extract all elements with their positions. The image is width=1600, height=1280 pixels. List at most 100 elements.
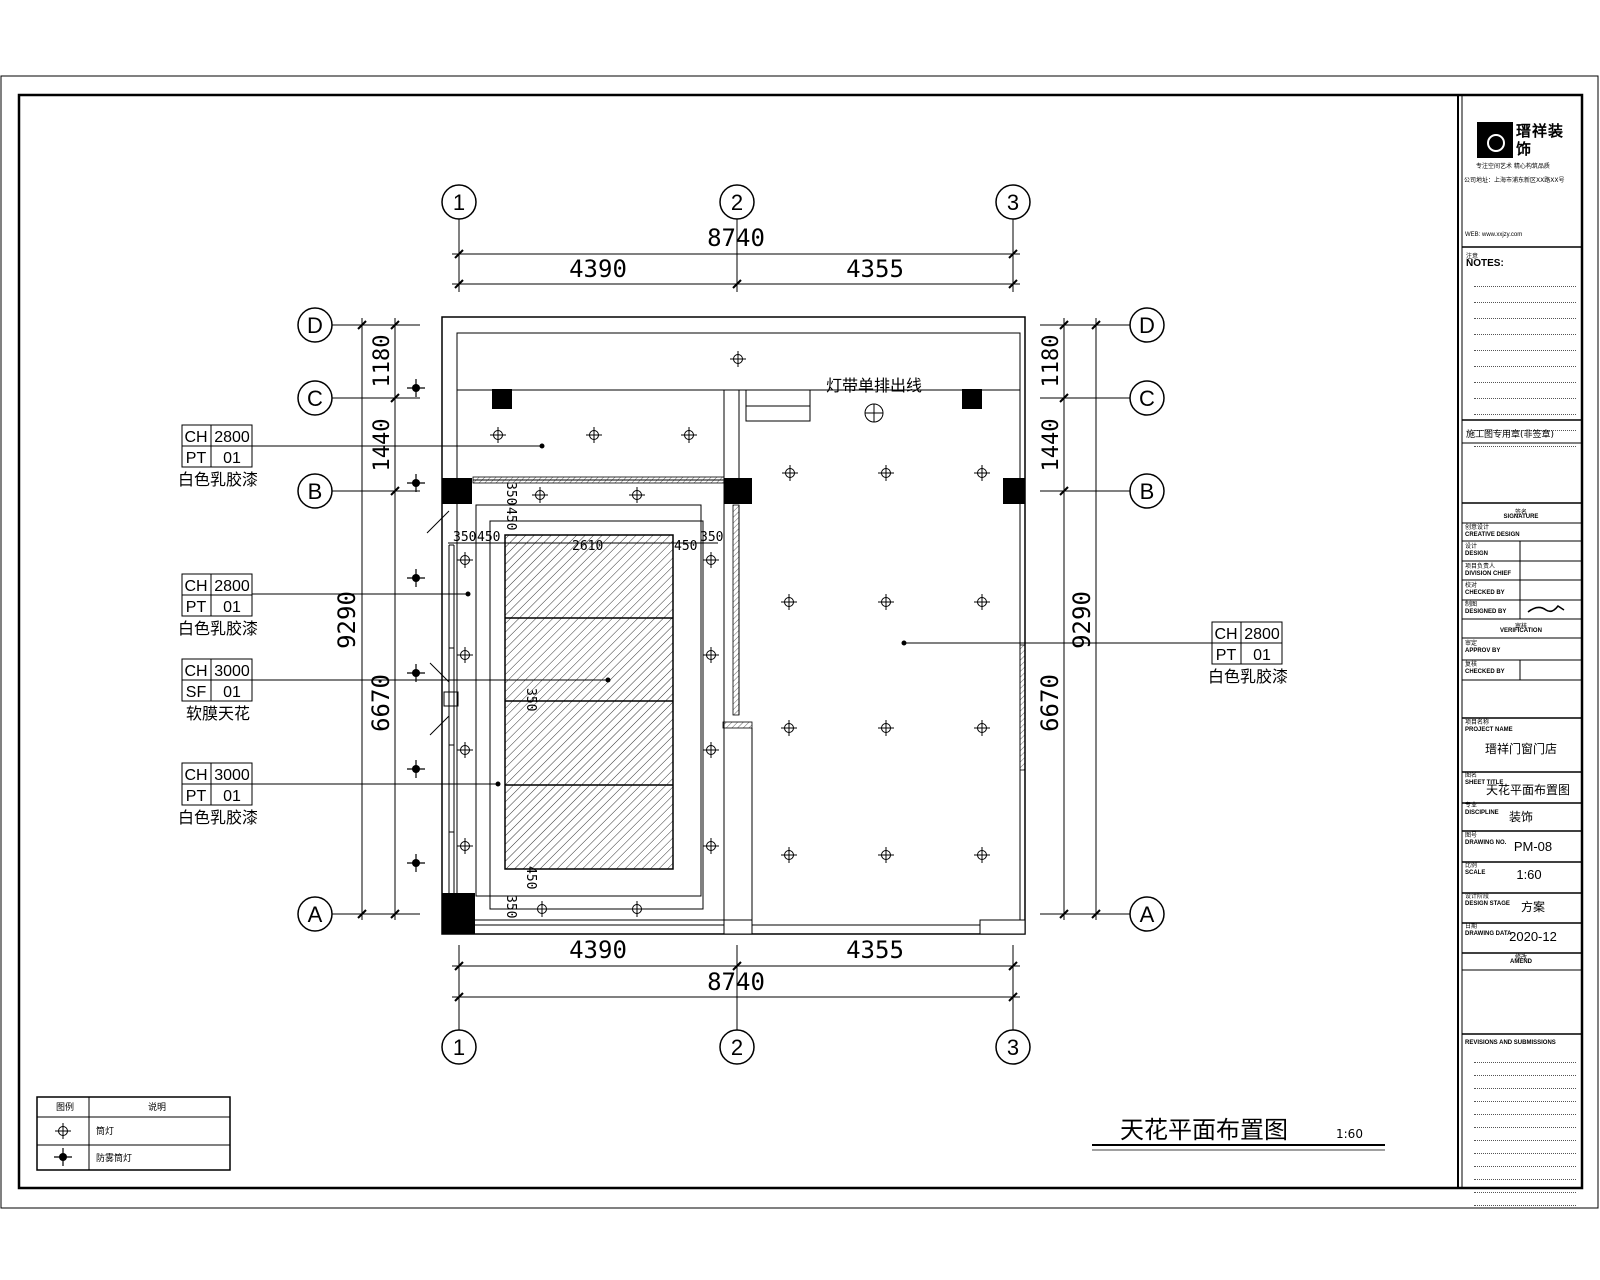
dimension-left: 9290 1180 1440 6670 <box>333 318 400 920</box>
svg-text:CH: CH <box>184 663 207 680</box>
legend-header-desc: 说明 <box>148 1101 166 1113</box>
downlight-icon <box>680 426 698 444</box>
dim-350-mid: 350 <box>523 688 538 711</box>
drawing-no-label: DRAWING NO. <box>1465 840 1507 846</box>
design-stage-label: DESIGN STAGE <box>1465 901 1510 907</box>
inner-dimensions: 350 450 2610 450 350 350 450 350 450 350 <box>448 482 723 918</box>
dim-cb-left: 1440 <box>370 419 395 472</box>
svg-text:PT: PT <box>186 599 207 616</box>
drawing-no-cn: 图号 <box>1465 833 1478 839</box>
dim-left-bay-bottom: 4390 <box>569 936 627 964</box>
design-cn: 设计 <box>1465 544 1478 550</box>
checked-by-label: CHECKED BY <box>1465 590 1505 596</box>
drawing-date-value: 2020-12 <box>1509 929 1557 944</box>
approv-by-label: APPROV BY <box>1465 648 1501 654</box>
floor-plan <box>426 316 1026 935</box>
material-desc: 白色乳胶漆 <box>1208 667 1288 686</box>
grid-label-a-right: A <box>1140 902 1155 927</box>
grid-axis-bottom: 1 2 3 <box>441 945 1031 1065</box>
notes-lines <box>1462 271 1580 447</box>
grid-label-3-top: 3 <box>1007 190 1019 215</box>
svg-text:SF: SF <box>186 684 207 701</box>
downlight-icon <box>729 350 747 368</box>
dim-right-bay-bottom: 4355 <box>846 936 904 964</box>
discipline-label: DISCIPLINE <box>1465 810 1499 816</box>
downlight-icon <box>702 837 720 855</box>
dim-cb-right: 1440 <box>1039 419 1064 472</box>
approv-by-cn: 审定 <box>1465 641 1478 647</box>
downlight-icon <box>973 846 991 864</box>
downlight-icon <box>781 464 799 482</box>
downlight-icon <box>877 593 895 611</box>
amend-cn: 修改 <box>1514 954 1527 961</box>
svg-text:3000: 3000 <box>214 663 250 680</box>
downlight-icon <box>531 486 549 504</box>
svg-text:2800: 2800 <box>1244 626 1280 643</box>
company-slogan: 专注空间艺术 精心构筑品质 <box>1476 163 1550 170</box>
designed-by-label: DESIGNED BY <box>1465 609 1507 615</box>
checked-by-cn: 校对 <box>1465 583 1478 589</box>
downlight-icon <box>877 719 895 737</box>
dim-ba-left: 6670 <box>367 674 395 732</box>
grid-label-2-top: 2 <box>731 190 743 215</box>
dimension-bottom: 4390 4355 8740 <box>452 936 1020 1002</box>
checked-by-2-label: CHECKED BY <box>1465 669 1505 675</box>
downlight-icon <box>628 486 646 504</box>
dim-overall-top: 8740 <box>707 224 765 252</box>
dim-height-left: 9290 <box>333 591 361 649</box>
dim-height-right: 9290 <box>1068 591 1096 649</box>
legend-header-symbol: 图例 <box>56 1101 74 1113</box>
downlight-icon <box>456 551 474 569</box>
verification-label: VERIFICATION <box>1500 628 1542 634</box>
grid-axis-top: 1 2 3 <box>441 184 1031 292</box>
grid-label-3-bottom: 3 <box>1007 1035 1019 1060</box>
checked-by-2-cn: 复核 <box>1465 662 1478 668</box>
svg-text:3000: 3000 <box>214 767 250 784</box>
downlight-icon <box>780 593 798 611</box>
title-block: 瑨祥装饰 专注空间艺术 精心构筑品质 公司地址：上海市浦东新区XX路XX号 WE… <box>1462 95 1580 1206</box>
downlight-icon <box>780 719 798 737</box>
grid-axis-right: D C B A <box>1040 307 1165 932</box>
grid-axis-left: D C B A <box>297 307 420 932</box>
outdoor-downlight-icon <box>406 568 426 588</box>
svg-text:CH: CH <box>184 578 207 595</box>
dim-ba-right: 6670 <box>1036 674 1064 732</box>
discipline-value: 装饰 <box>1508 810 1533 824</box>
drawing-title: 天花平面布置图 <box>1120 1116 1288 1144</box>
dim-left-bay-top: 4390 <box>569 255 627 283</box>
material-desc: 软膜天花 <box>186 704 250 723</box>
svg-text:PT: PT <box>1216 647 1237 664</box>
scale-label: SCALE <box>1465 870 1486 876</box>
svg-text:01: 01 <box>223 599 241 616</box>
outdoor-downlight-icon <box>406 473 426 493</box>
scale-cn: 比例 <box>1465 863 1478 869</box>
downlight-icon <box>456 741 474 759</box>
downlight-icon <box>702 741 720 759</box>
dim-dc-left: 1180 <box>370 335 395 388</box>
svg-text:CH: CH <box>184 767 207 784</box>
creative-design-label: CREATIVE DESIGN <box>1465 532 1520 538</box>
design-stage-value: 方案 <box>1520 900 1545 914</box>
titleblock-frame <box>1462 122 1582 1035</box>
dim-350-right: 350 <box>700 530 723 545</box>
downlights <box>406 350 991 918</box>
material-desc: 白色乳胶漆 <box>178 470 258 489</box>
legend-outdoor-downlight-label: 防雾筒灯 <box>96 1152 132 1164</box>
outdoor-downlight-icon <box>406 759 426 779</box>
svg-text:PT: PT <box>186 450 207 467</box>
dim-right-bay-top: 4355 <box>846 255 904 283</box>
downlight-icon <box>877 846 895 864</box>
downlight-icon <box>973 464 991 482</box>
signature-label: SIGNATURE <box>1503 514 1539 520</box>
revisions-lines <box>1462 1050 1580 1206</box>
downlight-icon <box>628 900 646 918</box>
design-label: DESIGN <box>1465 551 1489 557</box>
project-name-label: PROJECT NAME <box>1465 727 1513 733</box>
svg-text:01: 01 <box>223 450 241 467</box>
company-web: WEB: www.xxjzy.com <box>1465 232 1523 238</box>
